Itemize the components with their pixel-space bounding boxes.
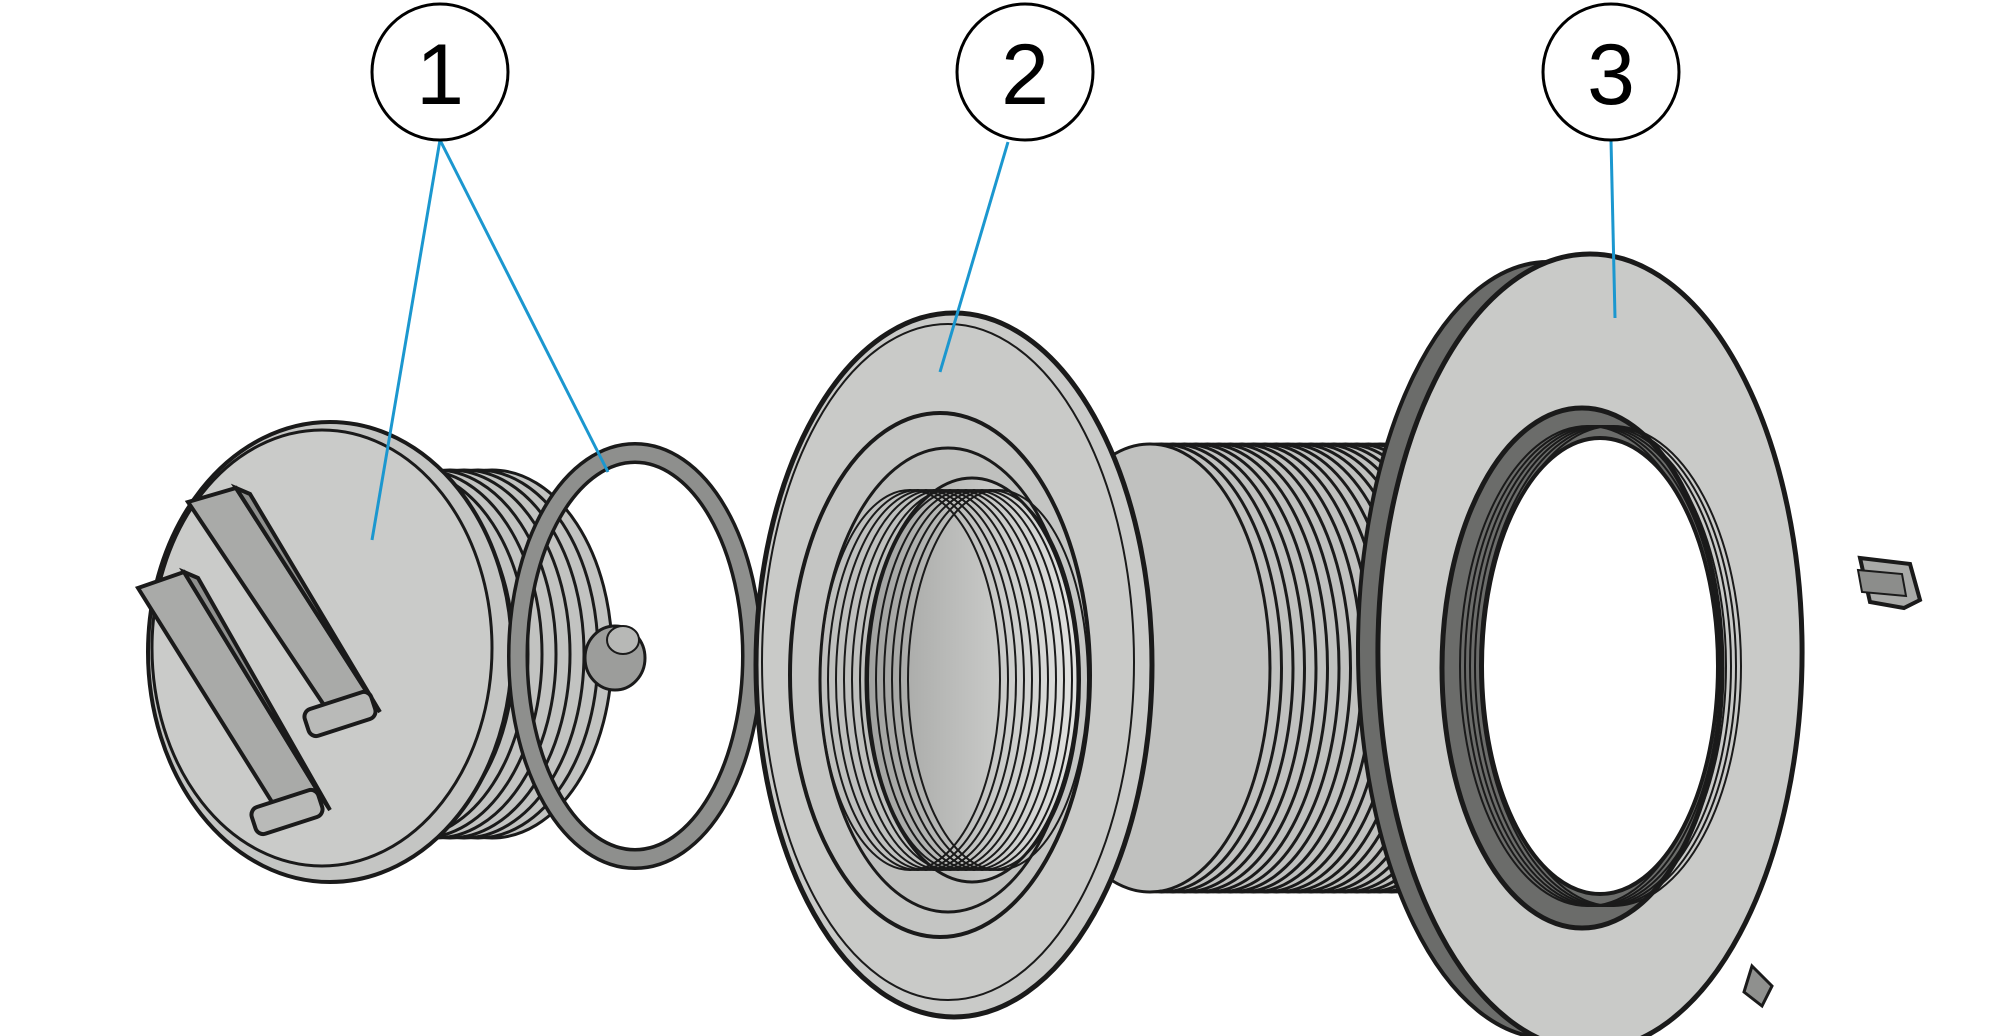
fitting-bore-threads (819, 489, 1089, 871)
leader-2 (938, 141, 1010, 373)
callout-3: 3 (1541, 2, 1681, 142)
callout-2: 2 (955, 2, 1095, 142)
leader-1a (370, 139, 442, 541)
nut-tab-bottom (1742, 963, 1774, 1009)
part-3-lock-nut (1356, 251, 1923, 1036)
callout-2-label: 2 (1001, 27, 1049, 123)
leader-3 (1609, 139, 1617, 319)
fitting-bore (864, 476, 1080, 884)
o-ring-pin (583, 624, 647, 692)
callout-1-label: 1 (416, 27, 464, 123)
part-1-threaded-plug (134, 420, 614, 884)
callout-3-label: 3 (1587, 27, 1635, 123)
part-1-o-ring (507, 442, 763, 870)
plug-grip-ribs (134, 483, 382, 837)
leader-1b (438, 139, 610, 473)
thread-ring (819, 489, 1001, 871)
leader-lines (370, 139, 1617, 541)
callout-1: 1 (370, 2, 510, 142)
